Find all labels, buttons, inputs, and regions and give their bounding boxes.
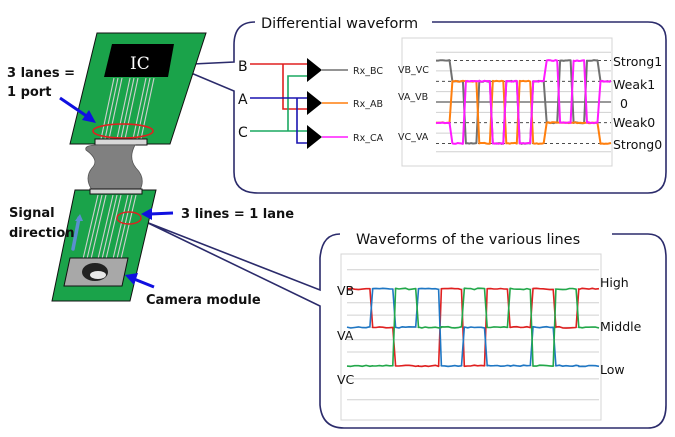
- lanes-port-label: 3 lanes =: [7, 66, 75, 81]
- series-label-va-vb: VA_VB: [398, 92, 428, 103]
- lanes-port-label-line2: 1 port: [7, 85, 51, 100]
- lane-highlight-ellipse: [116, 211, 142, 225]
- wire-a: [250, 97, 307, 144]
- top-pcb-traces: [100, 77, 155, 140]
- input-label-c: C: [238, 125, 248, 141]
- differential-chart: VB_VC VA_VB VC_VA Strong1 Weak1 0 Weak0 …: [398, 37, 662, 167]
- camera-module-label: Camera module: [146, 293, 261, 308]
- level-label-high: High: [600, 275, 629, 290]
- differential-callout: Differential waveform: [171, 16, 667, 194]
- bottom-pcb: [51, 188, 157, 302]
- bottom-connector: [89, 188, 143, 195]
- series-label-va: VA: [337, 328, 354, 343]
- signal-direction-label: Signal: [9, 206, 55, 221]
- lines-chart-frame: [340, 253, 602, 421]
- receiver-ca-icon: [307, 125, 322, 149]
- top-connector: [94, 138, 148, 146]
- ic-chip: [104, 44, 174, 77]
- lines-chart-series: [346, 287, 600, 368]
- rx-bc-label: Rx_BC: [353, 66, 383, 77]
- flex-cable: [85, 144, 143, 191]
- receiver-schematic: B A C Rx_BC Rx_AB Rx_CA: [238, 58, 384, 149]
- port-pointer-arrowhead: [82, 110, 96, 123]
- series-label-vb: VB: [337, 283, 354, 298]
- port-pointer-arrow-icon: [59, 96, 89, 119]
- lines-title: Waveforms of the various lines: [356, 232, 580, 248]
- signal-direction-arrow-icon: [71, 216, 81, 251]
- level-label-weak1: Weak1: [613, 77, 655, 92]
- wire-c: [250, 75, 307, 132]
- signal-direction-label-line2: direction: [9, 226, 75, 241]
- ic-label: IC: [130, 54, 150, 74]
- input-label-b: B: [238, 59, 248, 75]
- camera-pointer-arrowhead: [125, 273, 138, 285]
- differential-title: Differential waveform: [261, 16, 418, 32]
- top-pcb-board: [69, 32, 207, 145]
- level-label-zero: 0: [620, 96, 628, 111]
- lines-callout-border: [145, 221, 667, 429]
- port-highlight-ellipse: [92, 123, 154, 139]
- lines-lane-label: 3 lines = 1 lane: [181, 207, 294, 222]
- series-vc: [346, 287, 600, 368]
- receiver-bc-icon: [307, 58, 322, 82]
- series-vc-va: [435, 59, 612, 145]
- top-pcb: IC: [69, 32, 207, 146]
- pointer-arrows: [59, 96, 174, 289]
- series-label-vc: VC: [337, 372, 355, 387]
- wire-b: [250, 63, 307, 110]
- differential-chart-series: [435, 59, 612, 145]
- receiver-ab-icon: [307, 91, 322, 115]
- level-label-strong1: Strong1: [613, 54, 662, 69]
- camera-pointer-arrow-icon: [133, 277, 155, 289]
- bottom-pcb-traces: [82, 194, 137, 260]
- series-label-vb-vc: VB_VC: [398, 65, 429, 76]
- level-label-weak0: Weak0: [613, 115, 655, 130]
- camera-lens-highlight: [90, 271, 106, 279]
- input-label-a: A: [238, 92, 248, 108]
- level-label-low: Low: [600, 362, 625, 377]
- lane-pointer-arrowhead: [141, 208, 152, 220]
- series-vb: [346, 287, 600, 368]
- lane-pointer-arrow-icon: [149, 211, 174, 216]
- lines-callout: Waveforms of the various lines: [145, 221, 667, 429]
- level-label-strong0: Strong0: [613, 137, 662, 152]
- differential-callout-border: [171, 21, 667, 194]
- level-label-middle: Middle: [600, 319, 642, 334]
- rx-ab-label: Rx_AB: [353, 99, 383, 110]
- lines-chart: VB VA VC High Middle Low: [337, 253, 642, 421]
- series-label-vc-va: VC_VA: [398, 132, 429, 143]
- signal-direction-arrowhead-icon: [75, 214, 83, 221]
- rx-ca-label: Rx_CA: [353, 133, 384, 144]
